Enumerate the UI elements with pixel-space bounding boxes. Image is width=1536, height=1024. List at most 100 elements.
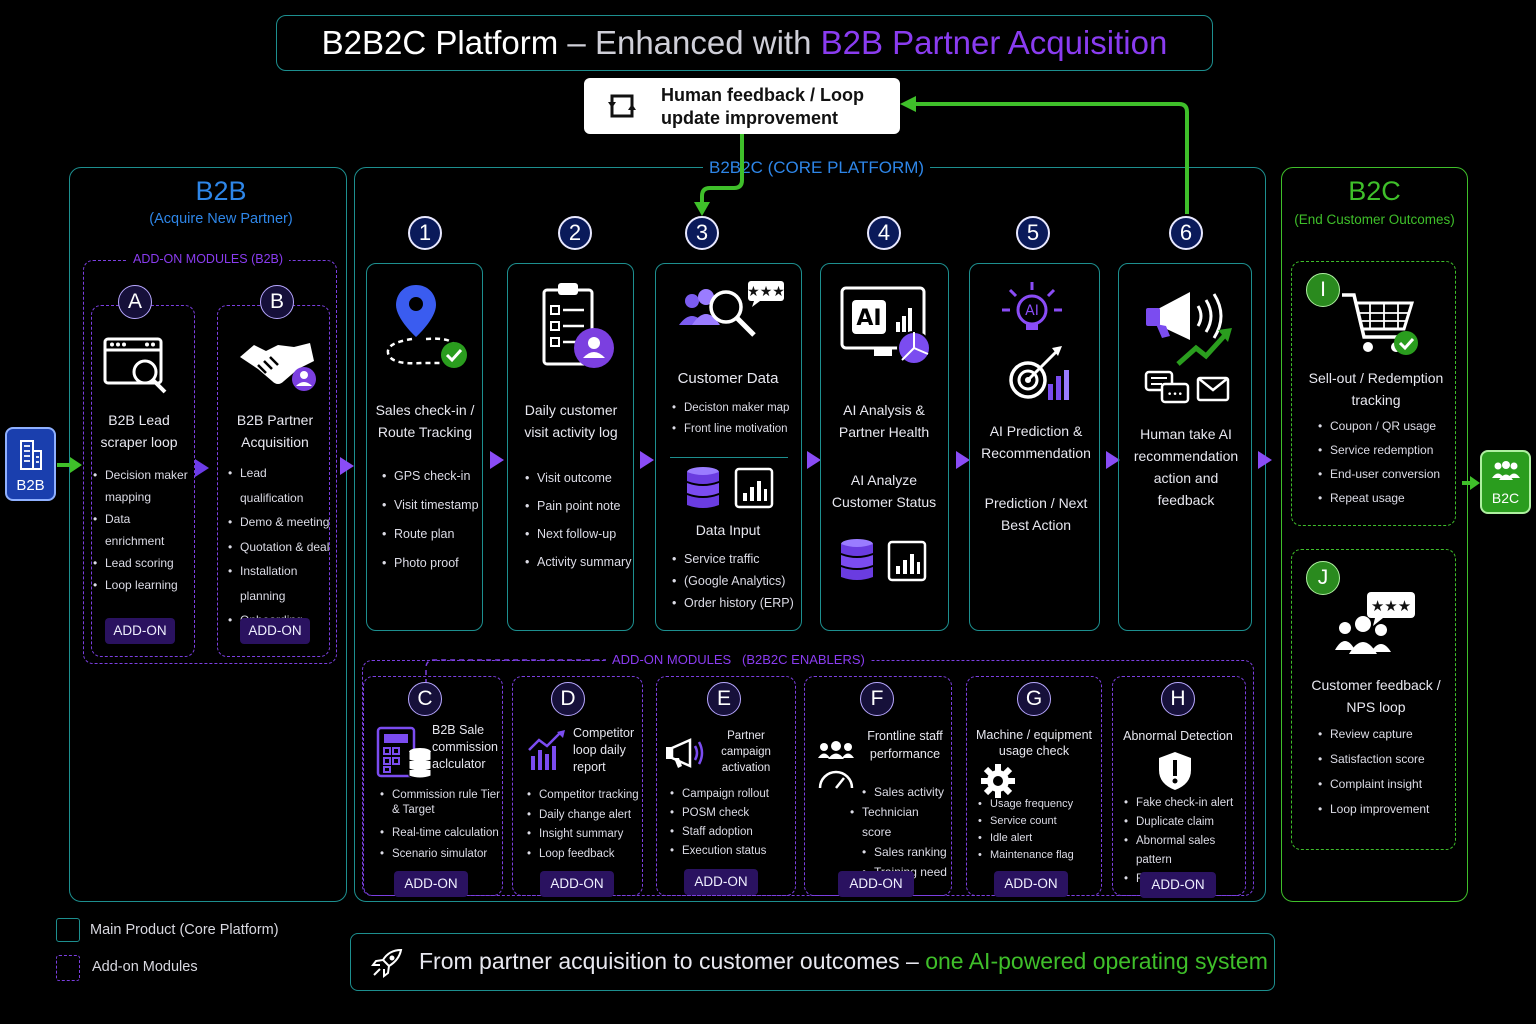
- footer-highlight: one AI-powered operating system: [925, 948, 1268, 974]
- footer-banner: From partner acquisition to customer out…: [350, 933, 1275, 991]
- list-item: Front line motivation: [672, 419, 800, 440]
- module-f-title: Frontline staff performance: [867, 729, 943, 761]
- building-icon: [20, 440, 42, 470]
- ai-monitor-icon: AI: [840, 286, 931, 365]
- module-e-addon-tag: ADD-ON: [684, 869, 758, 895]
- calculator-coins-icon: [376, 726, 432, 779]
- list-item: Fake check-in alert: [1124, 794, 1246, 813]
- list-item: Service redemption: [1318, 438, 1454, 462]
- b2c-title: B2C: [1348, 176, 1401, 206]
- refresh-loop-icon: [608, 94, 636, 118]
- module-f-badge: F: [860, 682, 894, 716]
- list-item: Idle alert: [978, 830, 1100, 847]
- flow-arrow: [340, 457, 354, 475]
- list-item: End-user conversion: [1318, 462, 1454, 486]
- module-h-badge: H: [1161, 682, 1195, 716]
- legend-main-swatch: [56, 918, 80, 942]
- step-4-card: [820, 263, 949, 631]
- module-i-badge: I: [1306, 273, 1340, 307]
- list-item: Service traffic: [672, 548, 800, 570]
- module-d-addon-tag: ADD-ON: [540, 871, 614, 897]
- step-2-card: [507, 263, 634, 631]
- b2b-panel: [69, 167, 347, 902]
- list-item: Deciston maker map: [672, 398, 800, 419]
- step-6-number: 6: [1169, 216, 1203, 250]
- step-3-title-2: Data Input: [695, 522, 761, 538]
- flow-arrow: [1258, 451, 1272, 469]
- title-highlight: B2B Partner Acquisition: [820, 24, 1168, 61]
- list-item: Order history (ERP): [672, 592, 800, 614]
- step-3-number: 3: [685, 216, 719, 250]
- database-icon: [687, 467, 719, 508]
- list-item: Duplicate claim: [1124, 813, 1246, 832]
- feedback-line-1: Human feedback / Loop: [661, 85, 865, 105]
- list-item: Visit timestamp: [382, 491, 482, 520]
- module-f-addon-tag: ADD-ON: [838, 871, 914, 897]
- analytics-chart-icon: [734, 467, 774, 509]
- page-title: B2B2C Platform – Enhanced with B2B Partn…: [276, 15, 1213, 71]
- step-4-title: AI Analysis & Partner Health: [838, 402, 930, 440]
- module-d-badge: D: [551, 682, 585, 716]
- module-b-title: B2B Partner Acquisition: [236, 412, 314, 450]
- list-item: Commission rule Tier & Target: [380, 788, 500, 818]
- svg-text:AI: AI: [856, 306, 881, 331]
- step-6-title: Human take AI recommendation action and …: [1133, 426, 1239, 508]
- module-c-addon-tag: ADD-ON: [394, 871, 468, 897]
- legend-addon-swatch: [56, 955, 80, 981]
- module-e-badge: E: [707, 682, 741, 716]
- analytics-chart-icon: [887, 540, 927, 582]
- step-3-card: [655, 263, 802, 631]
- scraper-browser-icon: [103, 337, 167, 394]
- clipboard-checklist-icon: [542, 283, 614, 368]
- module-b-badge: B: [260, 285, 294, 319]
- b2b-badge-label: B2B: [16, 477, 45, 494]
- module-h-addon-tag: ADD-ON: [1140, 872, 1216, 898]
- module-j-badge: J: [1306, 561, 1340, 595]
- list-item: GPS check-in: [382, 462, 482, 491]
- step-3-list-2: Service traffic (Google Analytics) Order…: [672, 548, 800, 614]
- legend-main-label: Main Product (Core Platform): [90, 922, 279, 938]
- module-h-title: Abnormal Detection: [1123, 729, 1233, 743]
- feedback-loop-box: Human feedback / Loop update improvement: [584, 78, 900, 134]
- list-item: Coupon / QR usage: [1318, 414, 1454, 438]
- step-2-list: Visit outcome Pain point note Next follo…: [525, 464, 633, 576]
- list-item: Demo & meeting: [228, 510, 332, 535]
- route-pin-icon: [386, 285, 467, 368]
- module-e-card: [656, 676, 796, 896]
- list-item: Activity summary: [525, 548, 633, 576]
- database-icon: [841, 539, 873, 580]
- step-1-list: GPS check-in Visit timestamp Route plan …: [382, 462, 482, 578]
- rocket-icon: [371, 948, 403, 978]
- list-item: Satisfaction score: [1318, 747, 1454, 772]
- title-main: B2B2C Platform: [321, 24, 559, 61]
- module-c-title: B2B Sale commission aclculator: [432, 723, 498, 771]
- shopping-cart-icon: [1342, 293, 1418, 355]
- step-3-list: Deciston maker map Front line motivation: [672, 398, 800, 440]
- list-item: Execution status: [670, 842, 792, 861]
- flow-arrow: [490, 451, 504, 469]
- module-f-list: Sales activity Technician score Sales ra…: [850, 782, 950, 882]
- core-platform-label: B2B2C (CORE PLATFORM): [703, 158, 931, 178]
- step-5-title: AI Prediction & Recommendation: [981, 423, 1091, 461]
- enablers-label: ADD-ON MODULES (B2B2C ENABLERS): [606, 652, 871, 667]
- step-5-card: [969, 263, 1100, 631]
- list-item: Repeat usage: [1318, 486, 1454, 510]
- step-3-divider: [670, 457, 788, 458]
- module-i-card: [1291, 261, 1456, 526]
- b2b-title: B2B: [195, 176, 247, 206]
- module-g-badge: G: [1017, 682, 1051, 716]
- module-g-title: Machine / equipment usage check: [975, 728, 1093, 758]
- step-1-card: [366, 263, 483, 631]
- list-item: Loop learning: [93, 574, 191, 596]
- list-item: Review capture: [1318, 722, 1454, 747]
- list-item: Technician score: [850, 802, 942, 842]
- b2c-panel: [1281, 167, 1468, 902]
- trend-chart-icon: [528, 730, 565, 770]
- list-item: Lead qualification: [228, 461, 332, 510]
- flow-arrow: [640, 451, 654, 469]
- gear-icon: [981, 764, 1015, 798]
- b2c-badge-label: B2C: [1491, 490, 1520, 506]
- module-h-list: Fake check-in alert Duplicate claim Abno…: [1124, 794, 1246, 889]
- module-j-title: Customer feedback / NPS loop: [1311, 677, 1441, 715]
